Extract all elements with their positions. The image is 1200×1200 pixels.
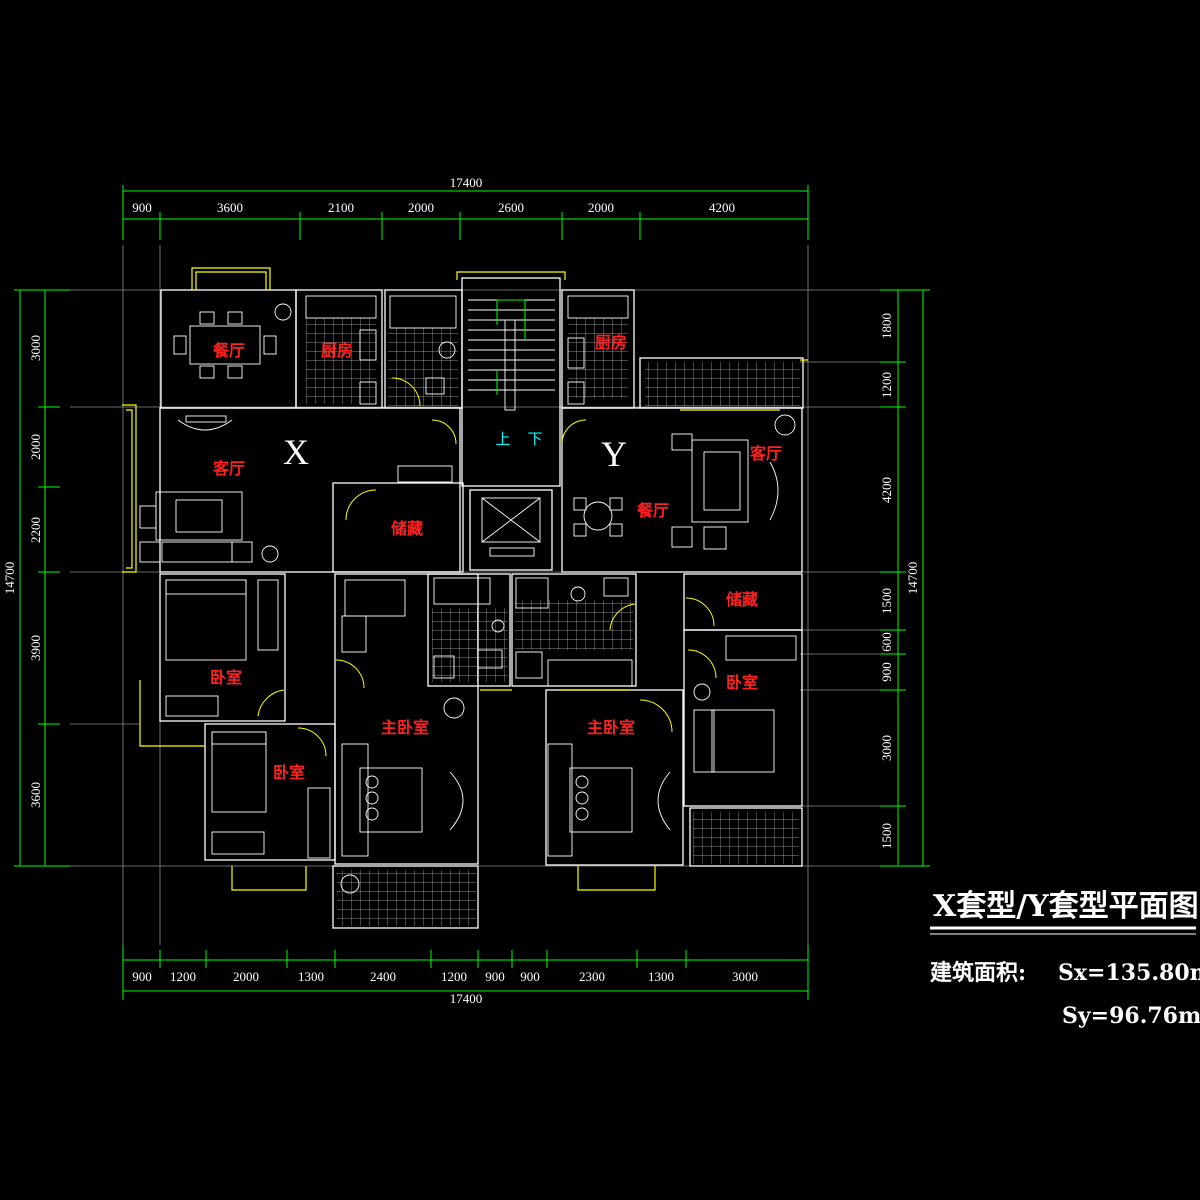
right-dimension: 600 [879,632,894,652]
room-label-x-storage: 储藏 [390,519,423,538]
bottom-dimension: 2400 [370,969,396,984]
bottom-total-dimension: 17400 [450,991,483,1006]
room-labels: 餐厅 厨房 厨房 客厅 客厅 餐厅 储藏 储藏 卧室 卧室 主卧室 主卧室 卧室 [210,333,782,782]
room-label-x-bedroom-1: 卧室 [210,668,242,687]
dimension-labels-top: 17400 900 3600 2100 2000 2600 2000 4200 [132,175,735,215]
top-dimension: 2600 [498,200,524,215]
room-label-y-dining: 餐厅 [636,501,669,520]
right-total-dimension: 14700 [905,562,920,595]
bottom-dimension: 900 [520,969,540,984]
bottom-dimension: 2000 [233,969,259,984]
room-label-x-master: 主卧室 [381,718,429,737]
unit-label-y: Y [601,434,627,474]
stair-up-label: 上 [495,430,510,448]
right-dimension: 3000 [879,735,894,761]
door-swings [257,377,717,757]
bottom-dimension: 1200 [170,969,196,984]
bottom-dimension: 1200 [441,969,467,984]
area-y: Sy=96.76m2 [1062,1002,1200,1029]
dimension-lines [14,185,930,1000]
bottom-dimension: 1300 [298,969,324,984]
top-dimension: 2000 [588,200,614,215]
bottom-dimension: 900 [132,969,152,984]
room-label-x-kitchen: 厨房 [321,341,353,360]
room-label-y-storage: 储藏 [725,590,758,609]
left-dimension: 3600 [28,782,43,808]
unit-label-x: X [283,432,309,472]
top-dimension: 2100 [328,200,354,215]
dimension-labels-right: 14700 1800 1200 4200 1500 600 900 3000 1… [879,313,920,849]
area-y-value: Sy=96.76m [1062,1003,1200,1029]
bottom-dimension: 3000 [732,969,758,984]
right-dimension: 1800 [879,313,894,339]
right-dimension: 1500 [879,823,894,849]
top-dimension: 900 [132,200,152,215]
left-dimension: 3900 [28,635,43,661]
room-label-y-kitchen: 厨房 [595,333,627,352]
room-label-y-living: 客厅 [750,444,782,463]
right-dimension: 4200 [879,477,894,503]
stair-and-elevator [468,299,555,557]
windows [122,267,808,891]
right-dimension: 1200 [879,372,894,398]
stair-arrows [496,299,526,395]
stair-down-label: 下 [527,430,542,448]
room-label-y-bedroom: 卧室 [726,673,758,692]
right-dimension: 900 [879,662,894,682]
top-total-dimension: 17400 [450,175,483,190]
top-dimension: 4200 [709,200,735,215]
area-label: 建筑面积: [930,960,1026,986]
area-x: Sx=135.80m2 [1058,959,1200,986]
top-dimension: 2000 [408,200,434,215]
furniture [139,295,797,894]
dimension-labels-bottom: 900 1200 2000 1300 2400 1200 900 900 230… [132,969,758,1006]
tile-floors [306,318,800,926]
room-label-x-living: 客厅 [213,459,245,478]
dimension-labels-left: 14700 3000 2000 2200 3900 3600 [2,335,43,808]
bottom-dimension: 2300 [579,969,605,984]
left-total-dimension: 14700 [2,562,17,595]
left-dimension: 2200 [28,517,43,543]
plan-title: X套型/Y套型平面图 [933,889,1199,924]
bottom-dimension: 1300 [648,969,674,984]
bottom-dimension: 900 [485,969,505,984]
room-label-x-dining: 餐厅 [212,341,245,360]
left-dimension: 3000 [28,335,43,361]
left-dimension: 2000 [28,434,43,460]
room-label-x-bedroom-2: 卧室 [273,763,305,782]
right-dimension: 1500 [879,588,894,614]
top-dimension: 3600 [217,200,243,215]
room-label-y-master: 主卧室 [587,718,635,737]
area-x-value: Sx=135.80m [1058,960,1200,986]
